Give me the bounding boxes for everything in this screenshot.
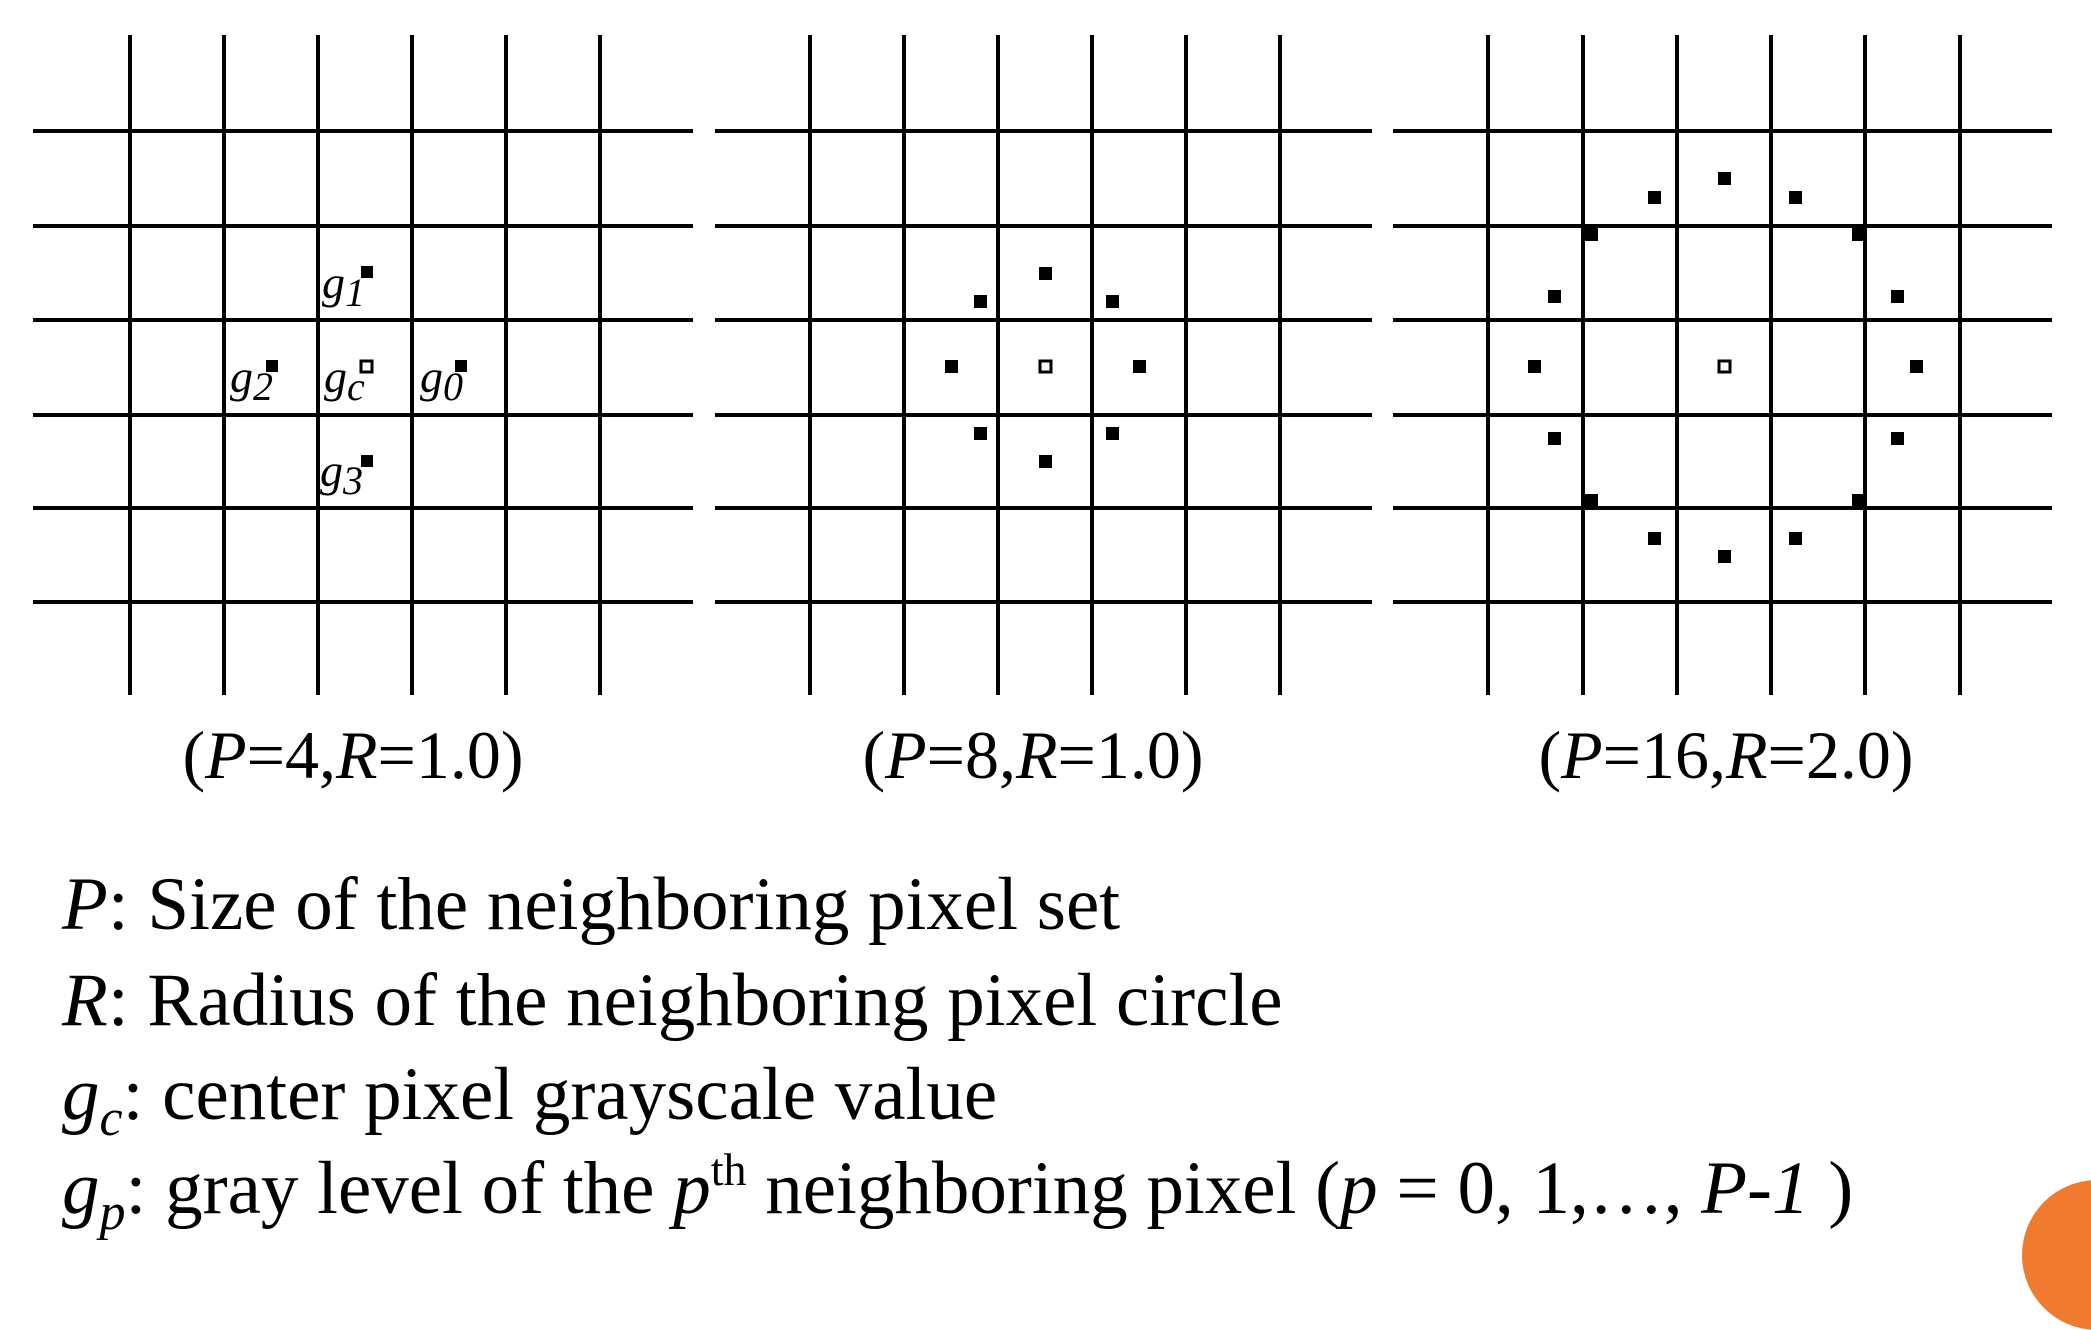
definition-gc: gc: center pixel grayscale value <box>62 1053 998 1147</box>
neighbor-point <box>1106 427 1119 440</box>
panel-3-points <box>1528 172 1923 563</box>
corner-decoration-circle <box>2022 1180 2091 1330</box>
neighbor-point <box>1852 494 1866 508</box>
panel-3-grid <box>1393 35 2052 695</box>
label-g0: g0 <box>420 351 463 409</box>
neighbor-point <box>1548 432 1561 445</box>
neighbor-point <box>1039 267 1052 280</box>
label-g3: g3 <box>320 445 363 503</box>
definition-r: R: Radius of the neighboring pixel circl… <box>62 959 1283 1042</box>
panel-2-grid <box>715 35 1372 695</box>
definition-p: P: Size of the neighboring pixel set <box>62 863 1121 946</box>
lbp-neighborhood-diagram: g1 g2 gc g0 g3 <box>33 35 2052 695</box>
neighbor-point <box>1910 360 1923 373</box>
neighbor-point <box>1789 532 1802 545</box>
neighbor-point <box>1528 360 1541 373</box>
neighbor-point <box>1891 432 1904 445</box>
panel-1-caption: (P=4,R=1.0) <box>182 717 524 793</box>
neighbor-point <box>945 360 958 373</box>
label-g1: g1 <box>322 257 365 315</box>
panel-1-labels: g1 g2 gc g0 g3 <box>230 257 463 503</box>
definition-gp: gp: gray level of the pth neighboring pi… <box>62 1144 1854 1241</box>
neighbor-point <box>1584 227 1598 241</box>
center-point-gc <box>359 359 374 374</box>
neighbor-point <box>1891 290 1904 303</box>
label-gc: gc <box>324 351 365 409</box>
neighbor-point <box>1039 455 1052 468</box>
neighbor-point <box>1584 494 1598 508</box>
neighbor-point <box>1718 550 1731 563</box>
label-g2: g2 <box>230 351 273 409</box>
neighbor-point <box>1648 532 1661 545</box>
neighbor-point <box>1789 191 1802 204</box>
center-point <box>1717 359 1732 374</box>
neighbor-point-g3 <box>361 455 373 467</box>
panel-2-points <box>945 267 1146 468</box>
center-point <box>1038 359 1053 374</box>
neighbor-point <box>1133 360 1146 373</box>
neighbor-point-g1 <box>361 266 373 278</box>
panel-1-grid <box>33 35 693 695</box>
neighbor-point <box>974 427 987 440</box>
neighbor-point-g2 <box>266 360 278 372</box>
panel-3-caption: (P=16,R=2.0) <box>1538 717 1914 793</box>
neighbor-point <box>1548 290 1561 303</box>
panel-2-caption: (P=8,R=1.0) <box>862 717 1204 793</box>
neighbor-point <box>1718 172 1731 185</box>
neighbor-point <box>1648 191 1661 204</box>
neighbor-point-g0 <box>455 360 467 372</box>
neighbor-point <box>1106 295 1119 308</box>
neighbor-point <box>1852 227 1866 241</box>
panel-1-points <box>266 266 467 467</box>
neighbor-point <box>974 295 987 308</box>
